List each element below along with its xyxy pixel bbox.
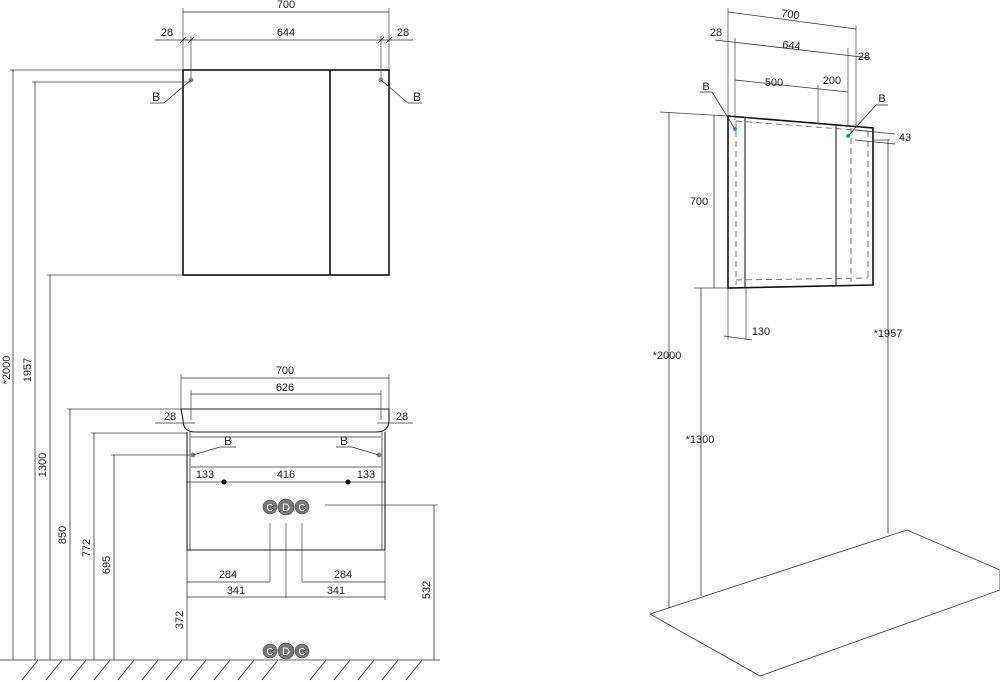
iso-dim-top: *1957 bbox=[874, 328, 903, 340]
dim-vanity-mount: 695 bbox=[101, 556, 113, 574]
vanity-mount-right-label: B bbox=[340, 434, 348, 448]
dim-vanity-left-offset: 28 bbox=[164, 411, 176, 423]
iso-mount-left-label: B bbox=[702, 81, 709, 93]
dim-vanity-right-offset: 28 bbox=[396, 411, 408, 423]
iso-cabinet-front bbox=[727, 115, 874, 289]
dim-hole-span: 416 bbox=[277, 469, 295, 481]
iso-dim-height: 700 bbox=[690, 196, 708, 208]
iso-dim-part-b: 200 bbox=[823, 75, 841, 87]
iso-dim-depth-top: 43 bbox=[899, 132, 911, 144]
front-floor bbox=[0, 659, 440, 681]
connection-drain-top: D bbox=[282, 502, 290, 514]
connection-hot-top: C bbox=[298, 503, 305, 514]
dim-total-height: *2000 bbox=[1, 356, 13, 385]
vanity-basin bbox=[180, 408, 390, 433]
iso-view: 700 644 28 28 500 200 B B 43 700 130 bbox=[649, 8, 1000, 677]
front-cabinet: 700 644 28 28 B B bbox=[150, 0, 422, 276]
iso-mount-right-label: B bbox=[878, 93, 885, 105]
dim-hole-left: 133 bbox=[196, 469, 214, 481]
iso-dim-right-offset: 28 bbox=[858, 51, 870, 63]
connection-drain-bottom: D bbox=[282, 646, 290, 658]
dim-pipe-right: 284 bbox=[334, 569, 352, 581]
iso-dim-inner-width: 644 bbox=[782, 39, 802, 53]
dim-bottom-height: 1300 bbox=[37, 453, 49, 477]
dim-vanity-top: 850 bbox=[57, 526, 69, 544]
dim-vanity-inner: 772 bbox=[81, 539, 93, 557]
iso-floor bbox=[649, 529, 1000, 677]
dim-half-right: 341 bbox=[327, 585, 345, 597]
front-height-dims: *2000 1957 1300 850 772 695 372 532 bbox=[1, 69, 438, 660]
vanity-mount-left-label: B bbox=[224, 434, 232, 448]
dim-top-height: 1957 bbox=[22, 358, 34, 382]
dim-cabinet-width: 700 bbox=[277, 0, 295, 11]
iso-dim-width: 700 bbox=[781, 8, 801, 22]
dim-half-left: 341 bbox=[227, 585, 245, 597]
cabinet-mount-left-label: B bbox=[152, 90, 160, 104]
cabinet-outline bbox=[182, 69, 390, 276]
dim-vanity-bottom: 372 bbox=[174, 611, 186, 629]
connections-bottom: C D C bbox=[262, 642, 310, 660]
connection-cold-top: C bbox=[266, 503, 273, 514]
connection-hot-bottom: C bbox=[298, 647, 305, 658]
connections-top: C D C bbox=[262, 498, 310, 516]
iso-dim-bottom: *1300 bbox=[686, 434, 715, 446]
connection-cold-bottom: C bbox=[266, 647, 273, 658]
dim-hole-right: 133 bbox=[357, 469, 375, 481]
iso-dim-left-offset: 28 bbox=[710, 27, 722, 39]
dim-cabinet-inner-width: 644 bbox=[277, 27, 295, 39]
dim-vanity-inner-width: 626 bbox=[276, 382, 294, 394]
iso-dim-part-a: 500 bbox=[765, 77, 783, 89]
dim-cabinet-right-offset: 28 bbox=[397, 27, 409, 39]
iso-dim-total: *2000 bbox=[653, 350, 682, 362]
dim-pipe-left: 284 bbox=[219, 569, 237, 581]
dim-cabinet-left-offset: 28 bbox=[161, 27, 173, 39]
dim-vanity-width: 700 bbox=[276, 365, 294, 377]
front-vanity: 700 626 28 28 B B 133 416 133 C bbox=[155, 365, 413, 660]
cabinet-mount-right-label: B bbox=[413, 90, 421, 104]
dim-drain-height: 532 bbox=[421, 581, 433, 599]
iso-dim-depth: 130 bbox=[752, 326, 770, 338]
